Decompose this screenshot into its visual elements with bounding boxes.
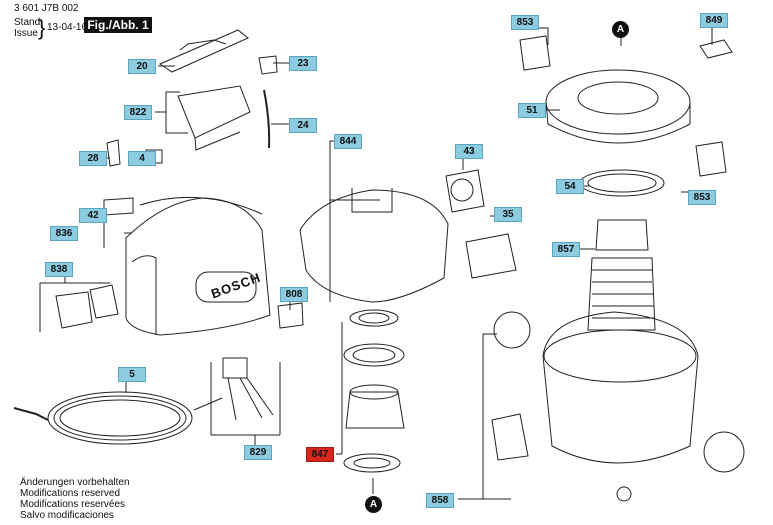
brace-glyph: } [38,15,46,40]
callout-847: 847 [306,447,334,462]
footer-line-fr: Modifications reservées [20,499,126,510]
issue-label: Issue [14,28,38,39]
callout-849: 849 [700,13,728,28]
footer-notice: Änderungen vorbehalten Modifications res… [20,477,130,521]
callout-35: 35 [494,207,522,222]
figure-label: Fig./Abb. 1 [84,17,152,33]
callout-829: 829 [244,445,272,460]
callout-5: 5 [118,367,146,382]
callout-838: 838 [45,262,73,277]
footer-line-en: Modifications reserved [20,488,121,499]
callout-853-bottom: 853 [688,190,716,205]
callout-51: 51 [518,103,546,118]
callout-20: 20 [128,59,156,74]
footer-line-es: Salvo modificaciones [20,510,114,521]
callout-42: 42 [79,208,107,223]
part-number: 3 601 J7B 002 [14,3,79,14]
callout-808: 808 [280,287,308,302]
callout-23: 23 [289,56,317,71]
callout-836: 836 [50,226,78,241]
connection-marker-a-bottom: A [365,496,382,513]
callout-853-top: 853 [511,15,539,30]
callout-822: 822 [124,105,152,120]
callout-844: 844 [334,134,362,149]
callout-28: 28 [79,151,107,166]
footer-line-de: Änderungen vorbehalten [20,477,130,488]
issue-date: 13-04-16 [47,22,88,33]
callout-857: 857 [552,242,580,257]
callout-858: 858 [426,493,454,508]
callout-54: 54 [556,179,584,194]
stand-label: Stand [14,17,41,28]
connection-marker-a-top: A [612,21,629,38]
callout-43: 43 [455,144,483,159]
callout-4: 4 [128,151,156,166]
callout-24: 24 [289,118,317,133]
